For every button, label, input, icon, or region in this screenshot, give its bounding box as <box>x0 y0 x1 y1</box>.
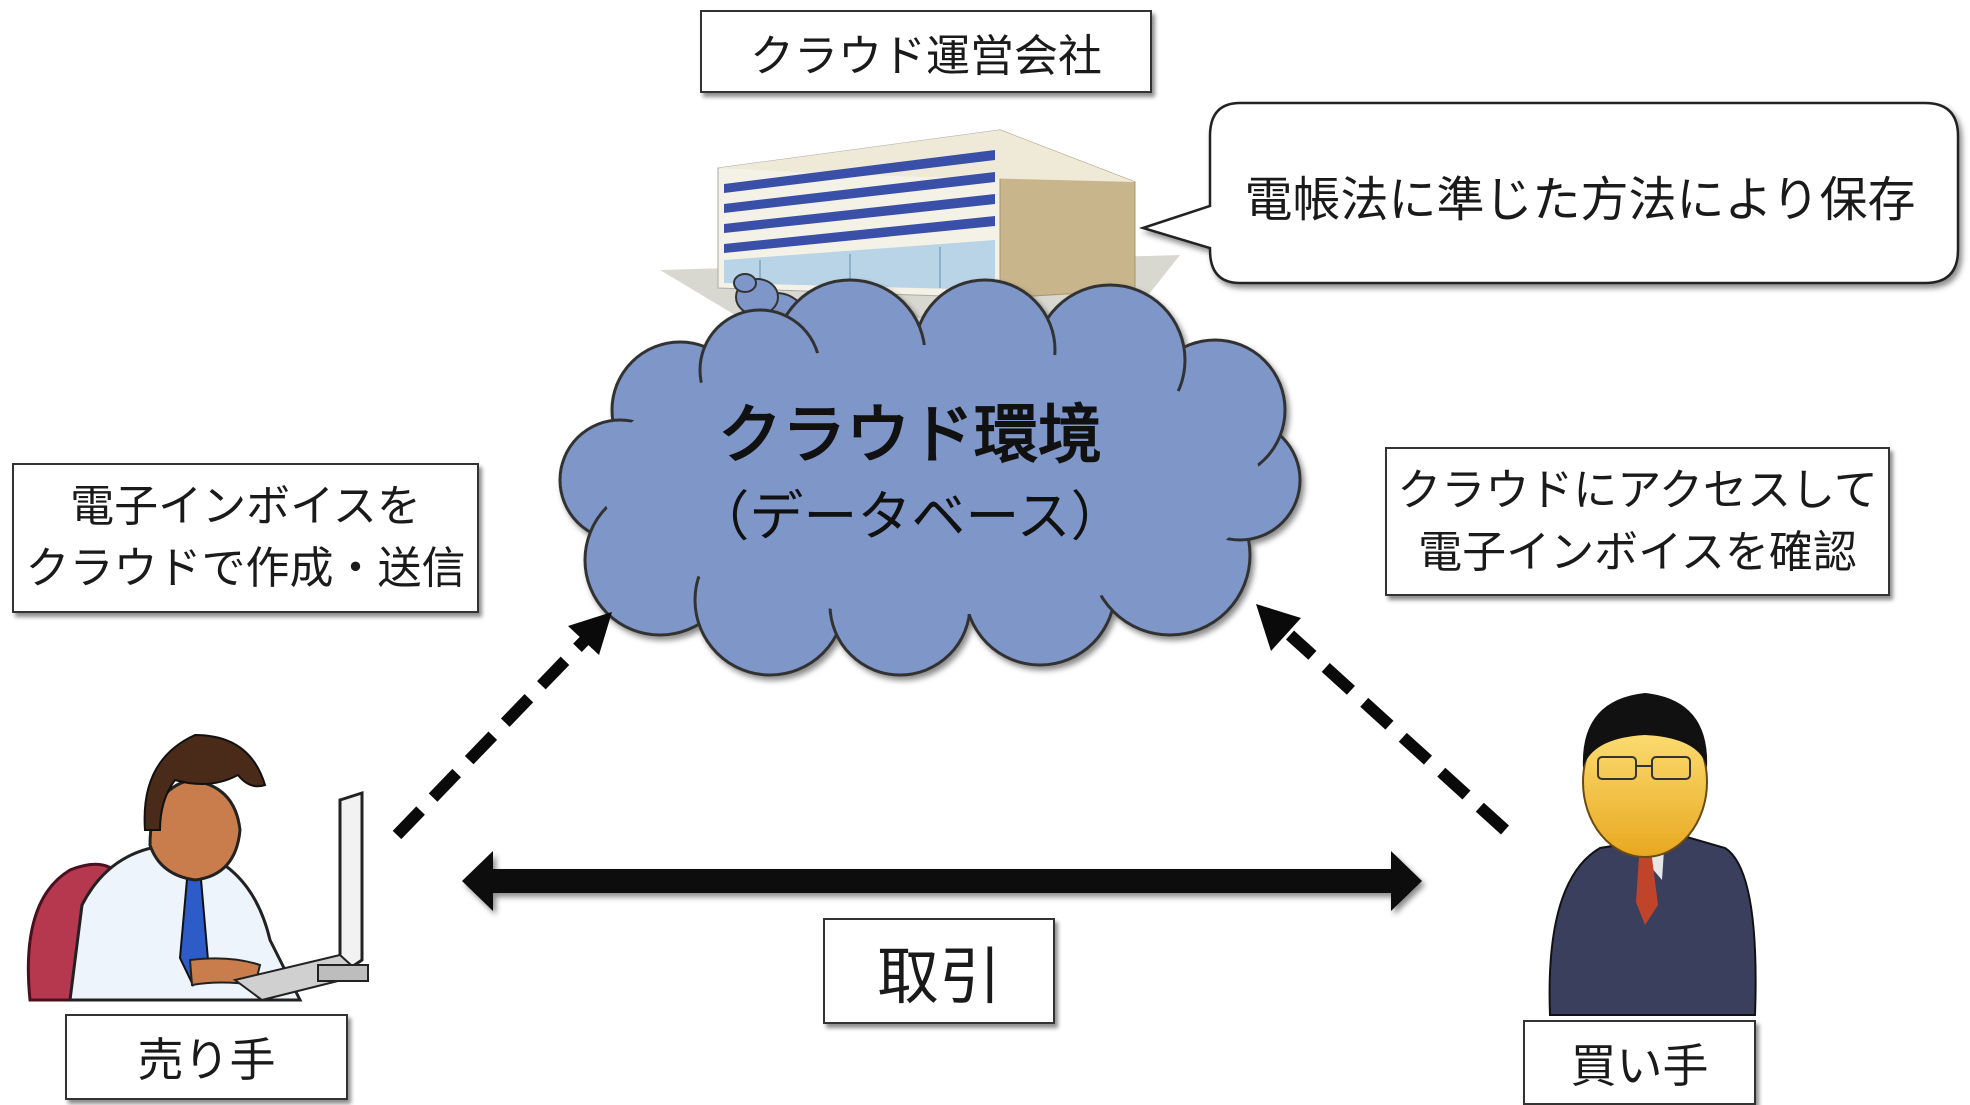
transaction-label: 取引 <box>823 918 1055 1024</box>
cloud-title: クラウド環境 <box>718 399 1102 473</box>
callout-bubble <box>1138 101 1960 285</box>
seller-action-label: 電子インボイスを クラウドで作成・送信 <box>12 463 479 613</box>
seller-upload-arrow <box>392 612 612 840</box>
buyer-access-arrow <box>1256 604 1510 835</box>
buyer-action-line2: 電子インボイスを確認 <box>1418 526 1857 578</box>
cloud-operator-label: クラウド運営会社 <box>700 10 1152 93</box>
building-icon <box>660 129 1180 318</box>
seller-label: 売り手 <box>65 1014 348 1100</box>
buyer-label: 買い手 <box>1523 1020 1756 1105</box>
transaction-arrow <box>462 851 1422 911</box>
cloud-subtitle: （データベース） <box>695 485 1125 548</box>
callout-text: 電帳法に準じた方法により保存 <box>1244 172 1916 228</box>
seller-action-line2: クラウドで作成・送信 <box>25 543 466 594</box>
seller-action-line1: 電子インボイスを <box>70 481 421 532</box>
buyer-action-line1: クラウドにアクセスして <box>1397 464 1878 516</box>
seller-person-icon <box>26 733 369 1002</box>
buyer-action-label: クラウドにアクセスして 電子インボイスを確認 <box>1385 447 1890 596</box>
cloud-shape <box>558 278 1302 677</box>
buyer-person-icon <box>1548 693 1757 1016</box>
